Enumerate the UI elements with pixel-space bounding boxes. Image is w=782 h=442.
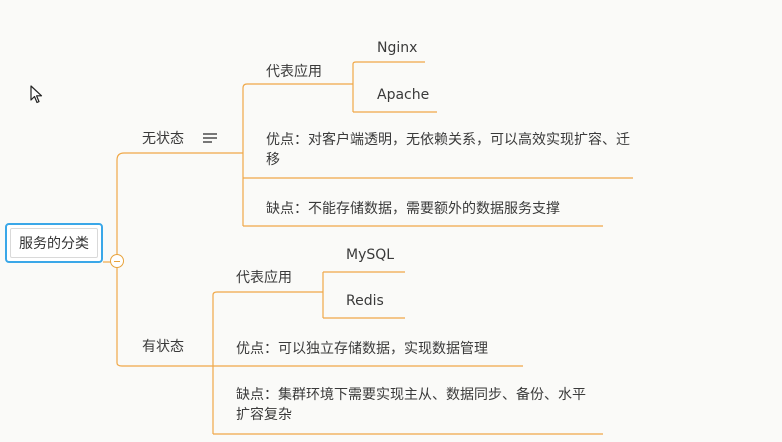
root-node[interactable]: 服务的分类: [5, 223, 103, 263]
app-apache-node[interactable]: Apache: [377, 87, 430, 103]
stateful-cons-node[interactable]: 缺点：集群环境下需要实现主从、数据同步、备份、水平扩容复杂: [236, 387, 586, 423]
root-node-label: 服务的分类: [10, 228, 98, 258]
app-mysql-node[interactable]: MySQL: [346, 247, 395, 263]
stateful-rep-underline: [212, 291, 323, 296]
stateless-pros-node[interactable]: 优点：对客户端透明，无依赖关系，可以高效实现扩容、迁移: [266, 132, 630, 168]
stateless-connector: [116, 152, 243, 161]
mouse-cursor-icon: [30, 85, 43, 104]
stateless-rep-node[interactable]: 代表应用: [266, 64, 322, 80]
collapse-toggle-icon[interactable]: [110, 254, 124, 268]
stateful-pros-node[interactable]: 优点：可以独立存储数据，实现数据管理: [236, 341, 488, 357]
notes-icon[interactable]: [203, 132, 217, 144]
stateful-rep-node[interactable]: 代表应用: [236, 270, 292, 286]
stateless-node[interactable]: 无状态: [142, 131, 184, 147]
stateless-cons-node[interactable]: 缺点：不能存储数据，需要额外的数据服务支撑: [266, 201, 560, 217]
stateless-rep-underline: [242, 83, 353, 89]
app-redis-node[interactable]: Redis: [346, 293, 384, 309]
stateful-connector: [116, 362, 213, 367]
nginx-underline: [352, 61, 425, 65]
stateful-node[interactable]: 有状态: [142, 339, 184, 355]
app-nginx-node[interactable]: Nginx: [377, 40, 418, 56]
